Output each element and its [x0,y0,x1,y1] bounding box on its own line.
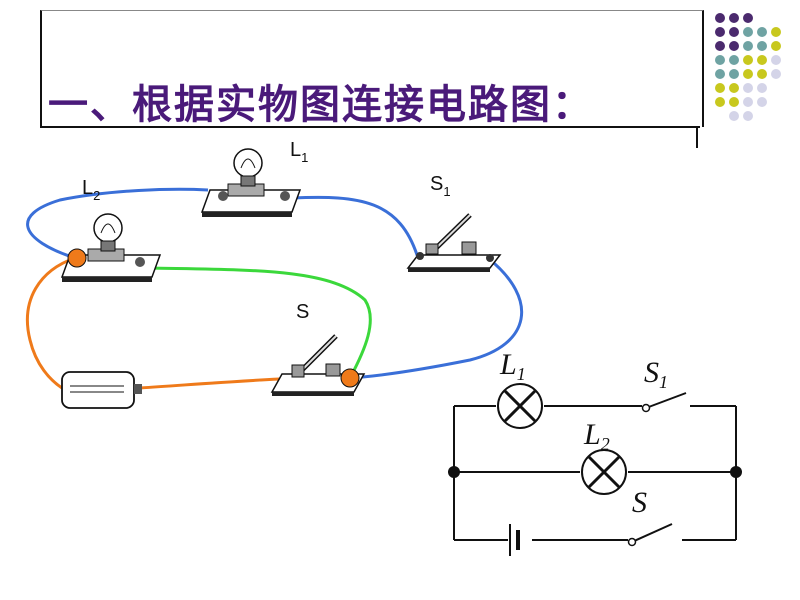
wire-blue-l2-l1 [26,187,209,260]
wire-blue-s1-s [349,256,524,380]
page-title: 一、根据实物图连接电路图： [48,81,594,128]
schematic-label-s: S [632,486,647,519]
decorative-dot-grid [715,13,781,121]
wire-blue-l1-s1 [291,195,420,259]
switch-s1 [406,213,502,272]
battery [61,371,142,409]
schematic-lamp-l1 [497,383,543,429]
label-s1: S1 [430,173,451,199]
wire-green-l2-s [147,266,372,379]
schematic-switch-s1-pivot [641,403,651,413]
title-underline [40,126,700,128]
schematic-label-l1: L1 [499,348,526,384]
schematic-junction-left [448,466,460,478]
label-l1: L1 [290,139,308,165]
bulb-l1 [200,148,302,217]
frame-tick [696,126,698,148]
label-s: S [296,301,309,323]
label-l2: L2 [82,177,100,203]
schematic-label-l2: L2 [583,418,610,454]
junction-dot-s [340,368,360,388]
schematic-label-s1: S1 [644,356,668,392]
bulb-l2 [60,213,162,282]
schematic-junction-right [730,466,742,478]
wire-orange-l2-battery [25,256,76,390]
schematic-switch-s-pivot [627,537,637,547]
title-frame [40,10,704,127]
schematic-lamp-l2 [581,449,627,495]
junction-dot-l2 [67,248,87,268]
